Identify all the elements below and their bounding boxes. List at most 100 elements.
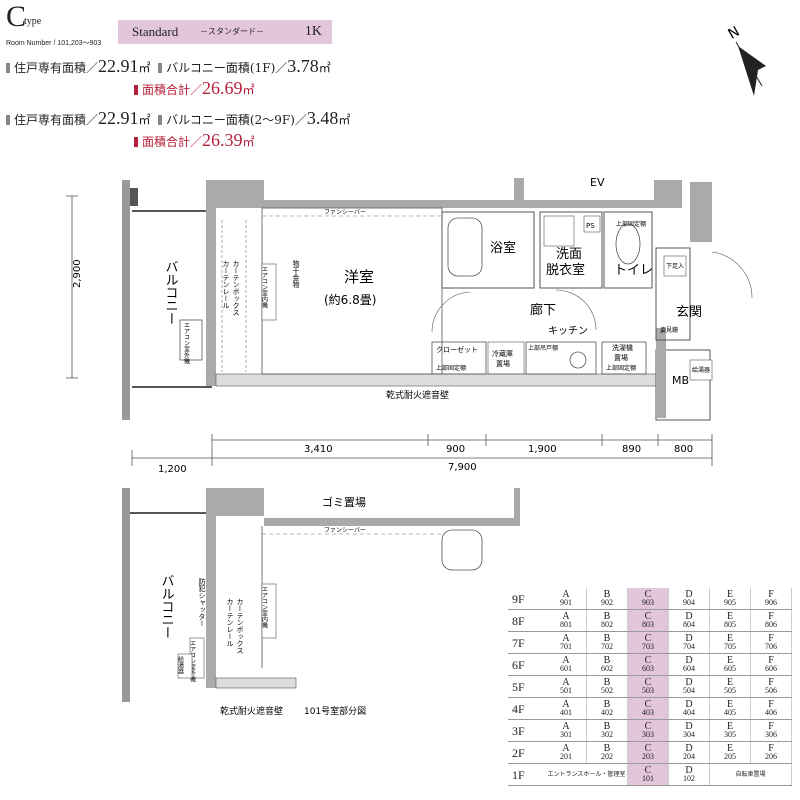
room-type: B (603, 610, 611, 622)
hanger-label: 物干金物 (292, 259, 300, 289)
room-type: C (644, 720, 652, 732)
room-number: 303 (642, 729, 654, 739)
room-type: D (685, 698, 693, 710)
aircon-indoor-label: エアコン室内機 (261, 266, 268, 309)
aircon-outdoor-label: エアコン室外機 (183, 322, 190, 365)
room-number: 804 (683, 619, 695, 629)
room-number: 404 (683, 707, 695, 717)
room-number: 701 (560, 641, 572, 651)
room-number: 206 (765, 751, 777, 761)
bullet-mark (158, 63, 163, 73)
private-label: 住戸専有面積／ (14, 113, 99, 127)
room-type: E (726, 720, 734, 732)
type-word: type (24, 16, 42, 27)
dim-d4: 890 (622, 444, 641, 455)
fridge2-label: 置場 (496, 359, 510, 368)
floor-plan-main: 2,900 バルコニー エアコン室外機 EV 乾式耐火遮音壁 MB 給湯器 ファ… (66, 176, 753, 475)
room-number: 702 (601, 641, 613, 651)
room-type: F (768, 676, 774, 688)
room-number: 803 (642, 619, 654, 629)
room-size-label: (約6.8畳) (324, 292, 376, 307)
room-type: E (726, 698, 734, 710)
room-number: 602 (601, 663, 613, 673)
room-type: E (726, 588, 734, 600)
balcony-value: 3.48 (306, 108, 339, 128)
room-number: Room Number / 101,203～903 (6, 40, 102, 47)
floor-label: 6F (508, 653, 546, 676)
room-number: 706 (765, 641, 777, 651)
room-type: D (685, 632, 693, 644)
room-type: A (562, 720, 570, 732)
room-number: 601 (560, 663, 572, 673)
floor-label: 9F (508, 588, 546, 610)
water-heater2-label: 給湯器 (177, 655, 184, 675)
mb-label: MB (672, 374, 689, 387)
floor-label: 4F (508, 697, 546, 720)
floor-plan-101: ゴミ置場 EV ファンシーバー バルコニー 防犯シャッター カーテンボックス カ… (122, 488, 520, 717)
room-type: A (562, 676, 570, 688)
floor-label: 2F (508, 741, 546, 764)
unit: ㎡ (242, 83, 255, 97)
upper-fixed2-label: 上部固定棚 (616, 220, 646, 228)
shoe-label: 下足入 (666, 263, 684, 270)
balcony-label: バルコニー (163, 260, 179, 325)
total-label: 面積合計／ (142, 83, 203, 97)
floor-label: 3F (508, 719, 546, 742)
balcony-value: 3.78 (287, 56, 319, 76)
room-number: 304 (683, 729, 695, 739)
room-type: C (644, 610, 652, 622)
room-number: 101 (642, 773, 654, 783)
room-type: D (685, 764, 693, 776)
washer1-label: 洗濯機 (612, 343, 633, 352)
room-number: 901 (560, 597, 572, 607)
room-type: D (685, 742, 693, 754)
water-heater-label: 給湯器 (692, 366, 710, 374)
floor-label: 7F (508, 631, 546, 654)
private-value: 22.91 (98, 56, 139, 76)
fire-wall-label: 乾式耐火遮音壁 (386, 389, 449, 401)
room-type: C (644, 588, 652, 600)
aircon-indoor2-label: エアコン室内機 (261, 586, 268, 629)
bullet-mark (6, 115, 10, 125)
area-line-lower: 住戸専有面積／22.91㎡ バルコニー面積(2～9F)／3.48㎡ (6, 108, 350, 129)
room-type: E (726, 742, 734, 754)
washroom1-label: 洗面 (556, 247, 582, 262)
curtain-box-label: カーテンボックス (232, 260, 240, 316)
room-number: 703 (642, 641, 654, 651)
plan-badge: Standard －スタンダード－ 1K (118, 20, 332, 44)
washroom2-label: 脱衣室 (546, 262, 585, 278)
room-type: E (726, 632, 734, 644)
north-label: N (726, 24, 743, 43)
fire-wall2-label: 乾式耐火遮音壁 (220, 705, 283, 717)
room-type: C (644, 742, 652, 754)
door-viewer-label: 姿見鏡 (660, 326, 678, 334)
room-type: A (562, 610, 570, 622)
room-number: 503 (642, 685, 654, 695)
room-number: 501 (560, 685, 572, 695)
dim-total: 7,900 (448, 462, 477, 473)
